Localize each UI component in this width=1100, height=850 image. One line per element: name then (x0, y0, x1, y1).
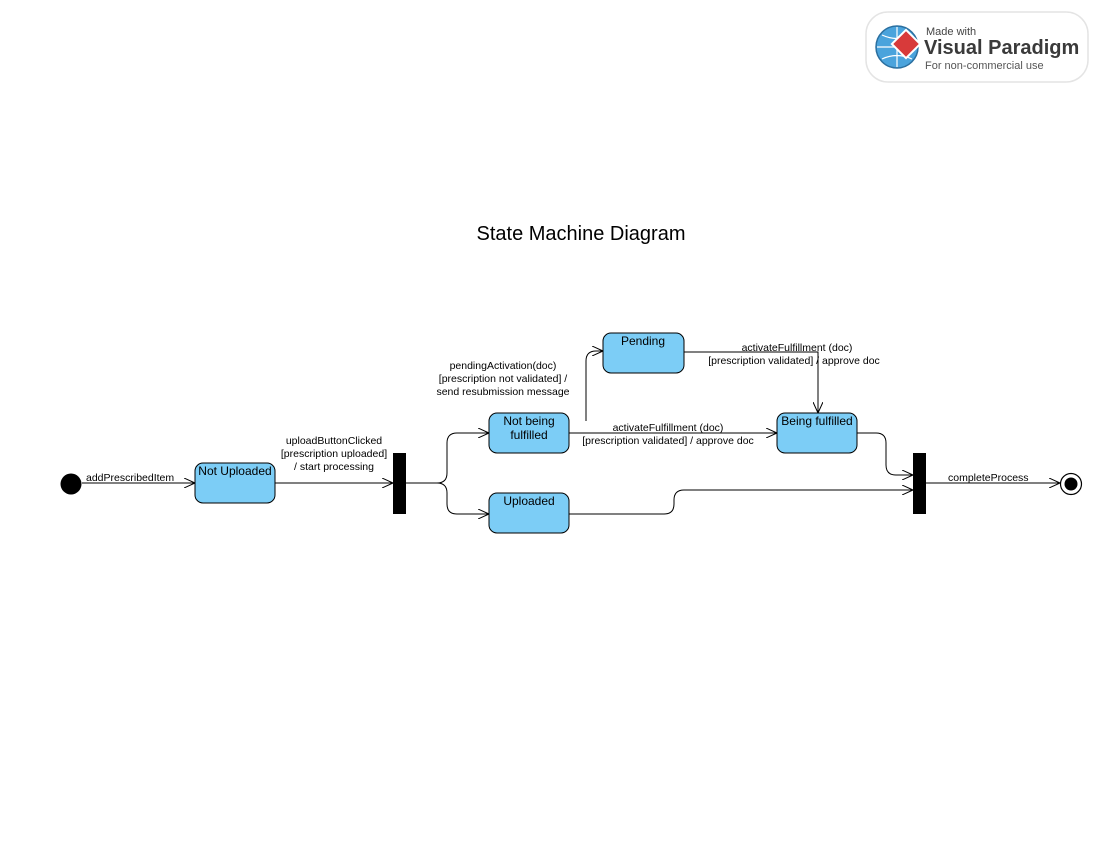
final-state (1059, 472, 1083, 496)
watermark-subtitle: For non-commercial use (925, 60, 1044, 72)
edge-not-being-fulfilled-to-pending (585, 351, 603, 421)
label-upload-line3: / start processing (294, 461, 374, 473)
watermark-badge (865, 11, 1089, 83)
initial-state (60, 473, 82, 495)
label-pending-line2: [prescription not validated] / (439, 373, 567, 385)
label-upload-line2: [prescription uploaded] (281, 448, 387, 460)
state-pending: Pending (602, 332, 685, 374)
join-bar (913, 453, 926, 514)
label-upload-line1: uploadButtonClicked (286, 435, 382, 447)
label-activate-top-line1: activateFulfillment (doc) (742, 342, 853, 354)
watermark: Made with Visual Paradigm For non-commer… (865, 11, 1089, 83)
label-activate-top-line2: [prescription validated] / approve doc (708, 355, 880, 367)
state-label: Not Uploaded (198, 464, 271, 478)
label-complete-process: completeProcess (948, 472, 1029, 484)
edge-being-fulfilled-to-join (857, 432, 913, 475)
state-not-uploaded: Not Uploaded (194, 462, 276, 504)
state-being-fulfilled: Being fulfilled (776, 412, 858, 454)
state-label: Uploaded (503, 494, 554, 508)
diagram-title: State Machine Diagram (477, 223, 686, 245)
fork-bar (393, 453, 406, 514)
edge-uploaded-to-join (569, 490, 913, 515)
label-pending-line3: send resubmission message (436, 386, 569, 398)
label-add-prescribed-item: addPrescribedItem (86, 472, 174, 484)
state-label-line1: Not being (503, 414, 554, 428)
label-pending-line1: pendingActivation(doc) (450, 360, 557, 372)
watermark-brand: Visual Paradigm (924, 37, 1079, 59)
transition-labels: addPrescribedItem uploadButtonClicked [p… (86, 342, 1029, 484)
edge-fork-to-uploaded (406, 482, 489, 514)
watermark-made-with: Made with (926, 26, 976, 38)
label-activate-mid-line1: activateFulfillment (doc) (613, 422, 724, 434)
edge-pending-to-being-fulfilled (684, 351, 818, 413)
state-label: Pending (621, 334, 665, 348)
label-activate-mid-line2: [prescription validated] / approve doc (582, 435, 754, 447)
transitions (82, 351, 1060, 514)
state-label: Being fulfilled (781, 414, 852, 428)
state-uploaded: Uploaded (488, 492, 570, 534)
edge-fork-to-not-being-fulfilled (406, 433, 489, 484)
state-label-line2: fulfilled (510, 428, 547, 442)
visual-paradigm-logo-icon (875, 25, 922, 69)
state-not-being-fulfilled: Not being fulfilled (488, 412, 570, 454)
